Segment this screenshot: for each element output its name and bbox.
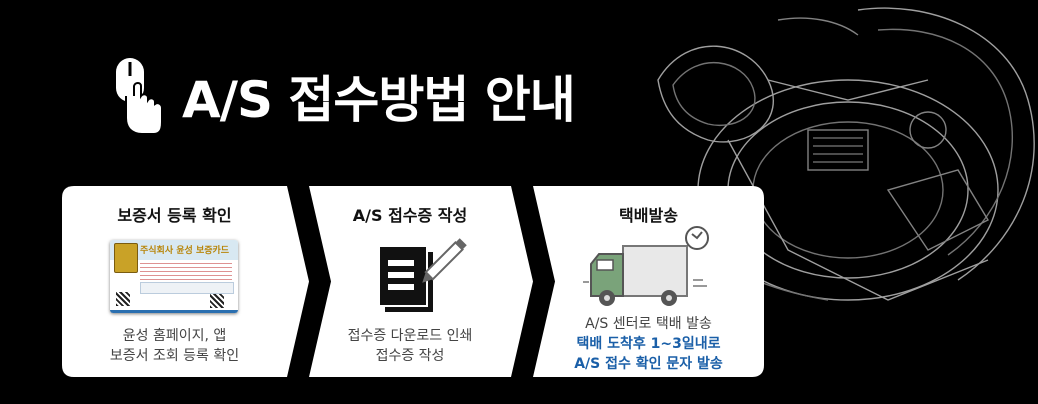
step-description-line: 택배 도착후 1~3일내로 — [576, 336, 721, 352]
step-description-line: 접수증 다운로드 인쇄 — [347, 328, 473, 344]
process-flow: 보증서 등록 확인 주식회사 윤성 보증카드 윤성 홈페이지, 앱 보증서 조회… — [62, 186, 764, 377]
page-title: A/S 접수방법 안내 — [182, 71, 576, 129]
step-title: 택배발송 — [619, 206, 678, 225]
document-pencil-icon — [378, 238, 467, 312]
step-description-line: A/S 센터로 택배 발송 — [585, 316, 712, 332]
step-receipt-form: A/S 접수증 작성 접수증 다운로드 인쇄 접수증 작성 — [309, 186, 511, 377]
step-description-line: A/S 접수 확인 문자 발송 — [574, 356, 723, 372]
step-warranty-check: 보증서 등록 확인 주식회사 윤성 보증카드 윤성 홈페이지, 앱 보증서 조회… — [62, 186, 287, 377]
mouse-click-icon — [116, 58, 163, 135]
step-title: A/S 접수증 작성 — [352, 206, 468, 225]
step-description-line: 보증서 조회 등록 확인 — [109, 348, 240, 364]
step-title: 보증서 등록 확인 — [117, 206, 232, 225]
delivery-truck-icon — [583, 226, 709, 306]
page-header: A/S 접수방법 안내 — [112, 56, 576, 136]
step-shipping: 택배발송 A/S 센터로 택배 발송 택배 도착후 1~3일내로 A/S 접수 … — [533, 186, 764, 377]
step-description-line: 접수증 작성 — [375, 348, 445, 364]
step-description-line: 윤성 홈페이지, 앱 — [122, 328, 227, 344]
card-brand-text: 주식회사 윤성 보증카드 — [140, 246, 230, 256]
warranty-card-icon: 주식회사 윤성 보증카드 — [110, 240, 238, 313]
